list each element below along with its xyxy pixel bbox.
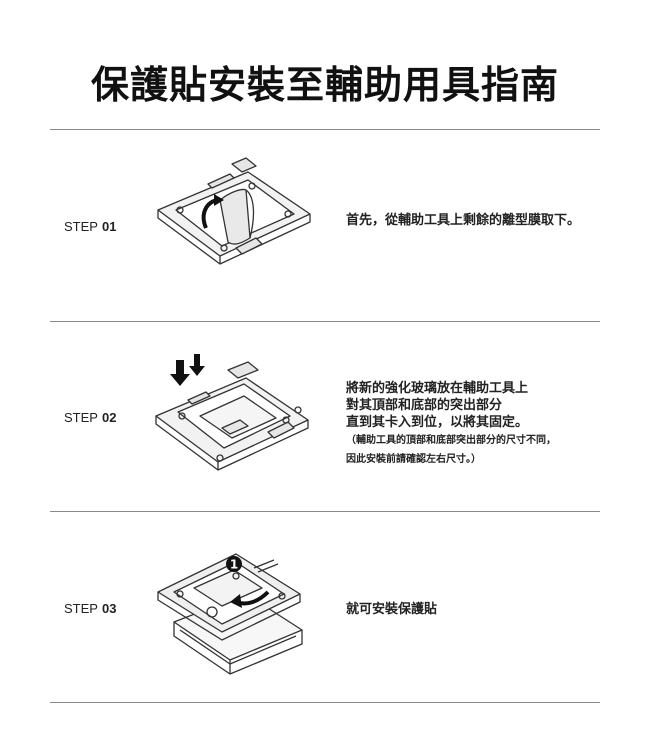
page-title: 保護貼安裝至輔助用具指南: [90, 63, 559, 107]
step-2-description: 將新的強化玻璃放在輔助工具上 對其頂部和底部的突出部分 直到其卡入到位，以將其固…: [346, 381, 556, 465]
step-3-description: 就可安裝保護貼: [346, 602, 438, 617]
step-2-illustration: [155, 354, 309, 471]
step-3-illustration: 1: [157, 553, 303, 675]
step-badge: 1: [230, 558, 238, 572]
divider: [50, 129, 600, 130]
divider: [50, 511, 600, 512]
divider: [50, 702, 600, 703]
step-1-description: 首先，從輔助工具上剩餘的離型膜取下。: [346, 213, 581, 228]
step-1-illustration: [157, 157, 311, 265]
divider: [50, 321, 600, 322]
